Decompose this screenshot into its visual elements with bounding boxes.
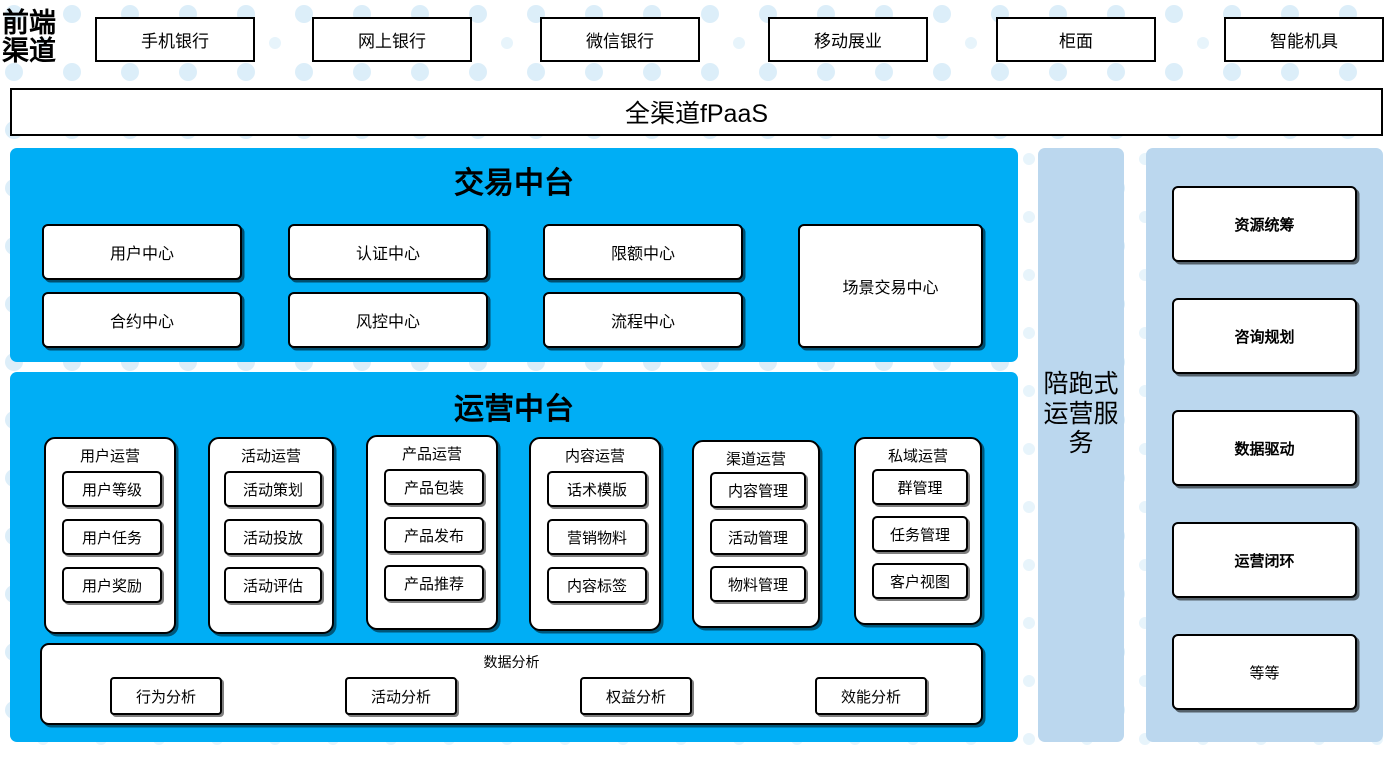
data-analysis-item-efficiency[interactable]: 效能分析 xyxy=(815,677,927,715)
operation-group-campaign[interactable]: 活动运营 活动策划 活动投放 活动评估 xyxy=(208,437,334,634)
service-column-label: 陪跑式运营服务 xyxy=(1043,370,1119,457)
channel-box-mobile-bank[interactable]: 手机银行 xyxy=(95,17,255,62)
operation-item-user-level[interactable]: 用户等级 xyxy=(62,471,162,507)
capability-card-etc[interactable]: 等等 xyxy=(1172,634,1357,710)
operation-group-channel[interactable]: 渠道运营 内容管理 活动管理 物料管理 xyxy=(692,440,820,628)
data-analysis-band[interactable]: 数据分析 行为分析 活动分析 权益分析 效能分析 xyxy=(40,643,983,725)
transaction-module-limit-center[interactable]: 限额中心 xyxy=(543,224,743,280)
capability-card-consulting-planning[interactable]: 咨询规划 xyxy=(1172,298,1357,374)
operation-item-content-tag[interactable]: 内容标签 xyxy=(547,567,647,603)
operation-item-product-package[interactable]: 产品包装 xyxy=(384,469,484,505)
frontend-label-line-2: 渠道 xyxy=(2,36,56,66)
operation-item-campaign-review[interactable]: 活动评估 xyxy=(224,567,322,603)
operation-group-channel-title: 渠道运营 xyxy=(725,451,786,468)
transaction-module-contract-center[interactable]: 合约中心 xyxy=(42,292,242,348)
operation-item-product-release[interactable]: 产品发布 xyxy=(384,517,484,553)
capability-card-resource-coordination[interactable]: 资源统筹 xyxy=(1172,186,1357,262)
operation-item-customer-view[interactable]: 客户视图 xyxy=(872,563,968,599)
operation-group-campaign-title: 活动运营 xyxy=(240,448,301,465)
data-analysis-item-campaign[interactable]: 活动分析 xyxy=(345,677,457,715)
transaction-module-risk-center[interactable]: 风控中心 xyxy=(288,292,488,348)
operation-item-campaign-launch[interactable]: 活动投放 xyxy=(224,519,322,555)
capability-card-operation-closed-loop[interactable]: 运营闭环 xyxy=(1172,522,1357,598)
operation-group-content-title: 内容运营 xyxy=(564,448,625,465)
transaction-module-auth-center[interactable]: 认证中心 xyxy=(288,224,488,280)
operation-group-user[interactable]: 用户运营 用户等级 用户任务 用户奖励 xyxy=(44,437,176,634)
data-analysis-item-benefit[interactable]: 权益分析 xyxy=(580,677,692,715)
operation-group-product[interactable]: 产品运营 产品包装 产品发布 产品推荐 xyxy=(366,435,498,630)
channel-box-smart-machine[interactable]: 智能机具 xyxy=(1224,17,1384,62)
operation-group-private-domain-title: 私域运营 xyxy=(887,448,948,465)
frontend-label-line-1: 前端 xyxy=(2,7,56,38)
channel-box-wechat-bank[interactable]: 微信银行 xyxy=(540,17,700,62)
operation-item-user-reward[interactable]: 用户奖励 xyxy=(62,567,162,603)
frontend-channel-label: 前端 渠道 xyxy=(2,2,84,72)
operation-group-private-domain[interactable]: 私域运营 群管理 任务管理 客户视图 xyxy=(854,437,982,625)
operation-group-content[interactable]: 内容运营 话术模版 营销物料 内容标签 xyxy=(529,437,661,631)
operation-item-campaign-plan[interactable]: 活动策划 xyxy=(224,471,322,507)
operation-item-script-template[interactable]: 话术模版 xyxy=(547,471,647,507)
omni-channel-fpaas-bar[interactable]: 全渠道fPaaS xyxy=(10,88,1383,136)
transaction-module-user-center[interactable]: 用户中心 xyxy=(42,224,242,280)
operation-item-content-manage[interactable]: 内容管理 xyxy=(710,472,806,508)
data-analysis-item-behavior[interactable]: 行为分析 xyxy=(110,677,222,715)
operation-item-marketing-material[interactable]: 营销物料 xyxy=(547,519,647,555)
capability-card-data-driven[interactable]: 数据驱动 xyxy=(1172,410,1357,486)
operation-item-task-manage[interactable]: 任务管理 xyxy=(872,516,968,552)
channel-box-counter[interactable]: 柜面 xyxy=(996,17,1156,62)
data-analysis-title: 数据分析 xyxy=(483,654,540,670)
transaction-platform-title: 交易中台 xyxy=(454,167,574,200)
transaction-module-scenario-center[interactable]: 场景交易中心 xyxy=(798,224,983,348)
operation-item-campaign-manage[interactable]: 活动管理 xyxy=(710,519,806,555)
operation-group-product-title: 产品运营 xyxy=(401,446,462,463)
transaction-module-process-center[interactable]: 流程中心 xyxy=(543,292,743,348)
operation-item-material-manage[interactable]: 物料管理 xyxy=(710,566,806,602)
channel-box-mobile-business[interactable]: 移动展业 xyxy=(768,17,928,62)
channel-box-online-bank[interactable]: 网上银行 xyxy=(312,17,472,62)
operation-item-user-task[interactable]: 用户任务 xyxy=(62,519,162,555)
operation-platform-title: 运营中台 xyxy=(454,393,574,426)
operation-item-group-manage[interactable]: 群管理 xyxy=(872,469,968,505)
operation-item-product-recommend[interactable]: 产品推荐 xyxy=(384,565,484,601)
operation-group-user-title: 用户运营 xyxy=(79,448,140,465)
